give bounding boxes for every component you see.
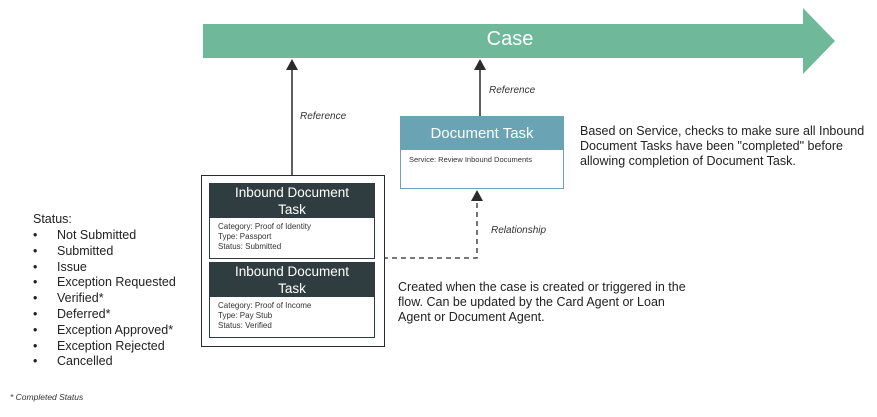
inbound-task-1-category: Category: Proof of Identity xyxy=(218,222,311,231)
inbound-task-1: Inbound Document Task Category: Proof of… xyxy=(209,183,375,259)
inbound-task-2-status: Status: Verified xyxy=(218,321,272,330)
relationship-label: Relationship xyxy=(491,225,547,236)
inbound-task-2-title: Inbound Document Task xyxy=(210,263,374,297)
status-item: •Exception Approved* xyxy=(33,322,174,337)
status-item: •Exception Requested xyxy=(33,275,176,290)
status-item: •Submitted xyxy=(33,243,114,258)
inbound-task-2: Inbound Document Task Category: Proof of… xyxy=(209,262,375,338)
inbound-task-1-title: Inbound Document Task xyxy=(210,184,374,218)
reference-arrowhead-right xyxy=(474,59,486,70)
document-task-note: Based on Service, checks to make sure al… xyxy=(580,124,865,168)
case-arrow xyxy=(203,8,835,74)
inbound-task-1-title-line1: Inbound Document xyxy=(234,185,350,200)
relationship-line xyxy=(383,200,478,259)
inbound-task-1-type: Type: Passport xyxy=(218,232,272,241)
reference-arrowhead-left xyxy=(286,59,298,70)
status-item: •Issue xyxy=(33,259,87,274)
inbound-task-2-type: Type: Pay Stub xyxy=(218,311,273,320)
reference-label-right: Reference xyxy=(489,85,536,96)
inbound-task-2-category: Category: Proof of Income xyxy=(218,301,312,310)
inbound-task-2-title-line2: Task xyxy=(278,281,306,296)
document-task-box: Document Task Service: Review Inbound Do… xyxy=(400,116,564,189)
status-item: •Verified* xyxy=(33,291,104,306)
document-task-title: Document Task xyxy=(401,117,563,150)
footnote: * Completed Status xyxy=(10,392,84,402)
status-item: •Not Submitted xyxy=(33,228,137,242)
inbound-task-2-title-line1: Inbound Document xyxy=(234,264,350,279)
status-item: •Deferred* xyxy=(33,306,111,321)
inbound-task-1-status: Status: Submitted xyxy=(218,242,282,251)
relationship-arrowhead xyxy=(471,190,483,201)
inbound-task-1-title-line2: Task xyxy=(278,202,306,217)
status-list-title: Status: xyxy=(33,212,72,226)
status-list: •Not Submitted •Submitted •Issue •Except… xyxy=(33,228,176,370)
status-item: •Cancelled xyxy=(33,354,113,369)
inbound-task-note: Created when the case is created or trig… xyxy=(398,280,686,324)
reference-label-left: Reference xyxy=(300,111,347,122)
document-task-service: Service: Review Inbound Documents xyxy=(409,155,532,164)
status-item: •Exception Rejected xyxy=(33,338,165,353)
case-label: Case xyxy=(486,28,534,50)
